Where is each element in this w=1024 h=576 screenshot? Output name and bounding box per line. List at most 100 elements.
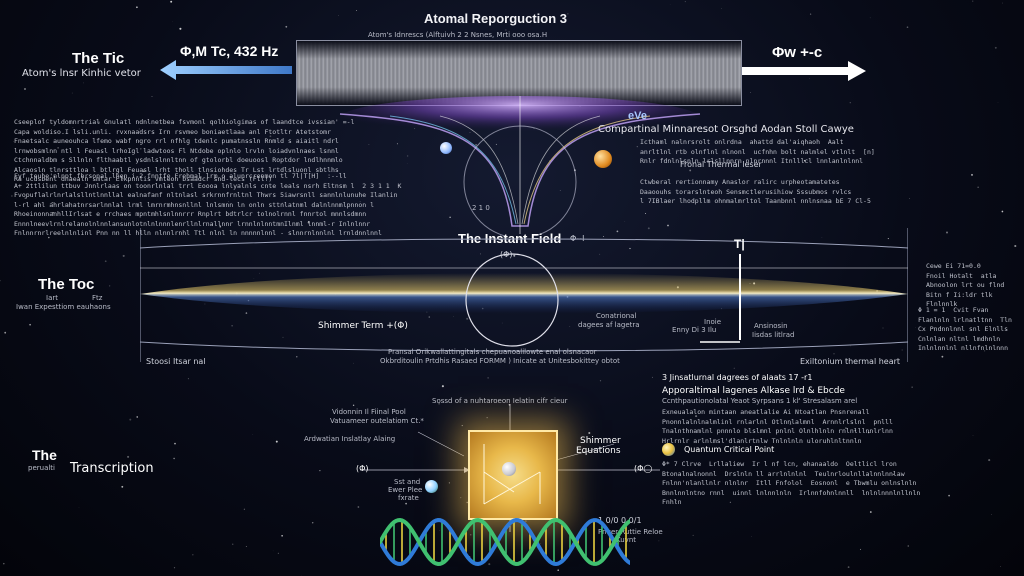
star (18, 177, 21, 180)
star (909, 197, 911, 199)
star (277, 552, 279, 554)
quantum-bottom-note-1: Pnuer Ruttie Reloe (598, 528, 663, 536)
shimmer-particle (502, 462, 516, 476)
star (466, 501, 468, 504)
star (187, 378, 189, 380)
right-arrow-label: Φw +-c (772, 44, 823, 61)
right-arrow (742, 61, 866, 81)
star (441, 385, 444, 388)
star (245, 546, 247, 547)
quantum-top-label: Sossd of a nuhtaroeon Ielatin cifr cieur (432, 397, 568, 405)
right-panel-heading-3: Ccnthpautionolatal Yeaot Syrpsans 1 kl' … (662, 397, 858, 405)
toc-subtitle-a: Iart (46, 294, 58, 302)
tic-arrow (160, 60, 292, 80)
star (440, 38, 441, 39)
star (83, 82, 85, 84)
star (357, 506, 360, 508)
star (192, 554, 194, 556)
quantum-left-phi: (Φ) (356, 464, 369, 473)
header-title: Atomal Reporguction 3 (424, 11, 568, 26)
star (204, 303, 206, 305)
star (651, 376, 653, 378)
star (847, 566, 850, 568)
star (972, 435, 974, 436)
star (487, 377, 489, 379)
star (948, 494, 950, 497)
instant-field-title: The Instant Field (458, 231, 562, 246)
star (460, 497, 462, 499)
star (174, 442, 176, 445)
star (282, 336, 284, 338)
instant-field-band (140, 228, 908, 362)
right-panel-heading-1: 3 Jinsatlurnal dagrees of alaats 17 -r1 (662, 373, 813, 382)
star (559, 189, 561, 191)
star (907, 545, 909, 547)
star (684, 1, 686, 3)
star (285, 25, 288, 28)
star (138, 128, 140, 130)
star (972, 0, 974, 2)
star (448, 482, 451, 484)
star (488, 563, 491, 566)
star (540, 542, 542, 544)
waveform-panel (296, 40, 742, 106)
eve-note: Fronal Thermal leser (680, 160, 762, 169)
field-center-caption-1: Conatrional (596, 312, 637, 320)
star (667, 224, 669, 227)
star (911, 386, 913, 388)
star (821, 237, 823, 238)
star (245, 312, 248, 314)
star (524, 520, 527, 523)
star (172, 21, 173, 22)
star (803, 159, 806, 162)
quantum-small-left-2: Ewer Plee (388, 486, 423, 494)
star (51, 202, 53, 204)
star (151, 95, 153, 97)
quantum-right-phi: (Φ◯ (634, 464, 653, 473)
star (501, 322, 503, 324)
star (13, 140, 15, 142)
star (599, 253, 601, 255)
field-side-label-3: Ansinosin (754, 322, 788, 330)
dna-strand-1 (380, 517, 630, 567)
star (479, 253, 482, 255)
dna-strand-2 (380, 517, 630, 567)
star (1001, 210, 1004, 213)
field-right-caption: Exiltonium thermal heart (800, 357, 901, 366)
star (887, 238, 889, 240)
star (359, 201, 361, 202)
field-left-caption: Stoosi Itsar nal (146, 357, 206, 366)
star (946, 231, 948, 234)
star (319, 469, 321, 472)
star (624, 221, 626, 222)
star (170, 0, 173, 3)
star (906, 26, 909, 29)
star (616, 230, 619, 233)
star (647, 227, 650, 230)
transcription-subtitle: perualti (28, 464, 55, 472)
star (239, 141, 241, 143)
quantum-small-left-1: Sst and (394, 478, 421, 486)
star (136, 416, 138, 418)
right-bottom-text-block: Φ* 7 Clrve Lrllaliew Ir l nf lcn, ehanaa… (662, 460, 921, 506)
star (78, 507, 80, 508)
star (1002, 2, 1003, 4)
header-subtitle: Atom's Idnrescs (Alftuivh 2 2 Nsnes, Mrt… (368, 31, 548, 39)
star (179, 27, 182, 30)
star (252, 434, 254, 435)
shimmer-term-label: Shimmer Term +(Φ) (318, 321, 408, 331)
star (695, 415, 698, 418)
star (71, 92, 73, 94)
field-side-label-4: Iisdas litlrad (752, 331, 795, 339)
star (3, 562, 5, 565)
star (405, 502, 407, 505)
star (438, 402, 440, 405)
star (29, 323, 31, 326)
star (833, 353, 835, 355)
star (915, 327, 916, 328)
star (428, 316, 431, 318)
star (689, 169, 692, 172)
instant-field-phi: (Φ) (500, 250, 513, 259)
star (499, 235, 502, 237)
